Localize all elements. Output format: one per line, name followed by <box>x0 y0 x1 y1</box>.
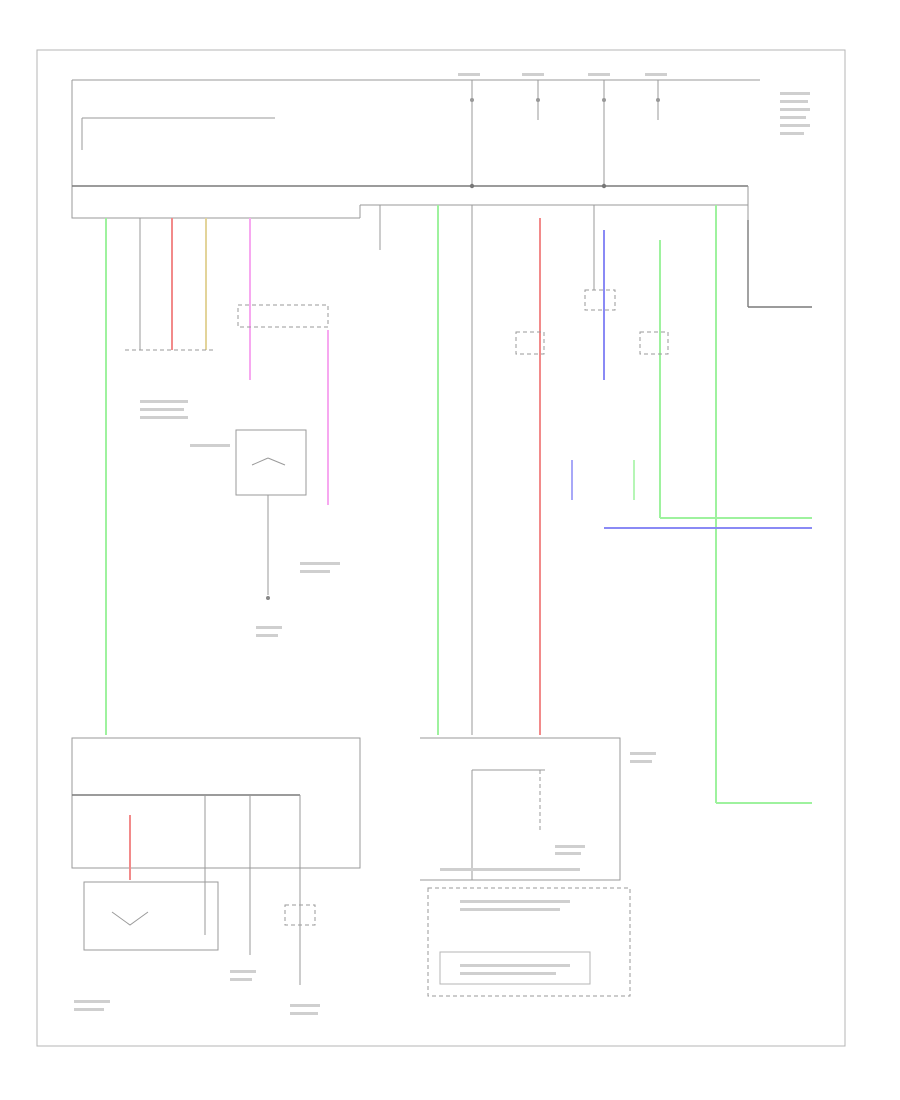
switch-contact-bottom <box>111 911 149 926</box>
switch-contact <box>251 457 286 466</box>
bottom-center-module <box>420 737 621 881</box>
top-module-box <box>71 80 360 219</box>
relay-block-bottom <box>284 904 316 926</box>
fuse-3 <box>601 80 607 189</box>
faint-annotations <box>74 73 810 1015</box>
fuse-1 <box>469 80 475 189</box>
top-bus-right-module <box>359 186 749 220</box>
fuse-2 <box>536 80 540 120</box>
sensor-block-3 <box>584 289 616 311</box>
bottom-left-module <box>71 737 361 869</box>
relay-block <box>237 304 329 328</box>
sensor-block-2 <box>639 331 669 355</box>
control-unit-box <box>427 887 631 997</box>
top-module-inner-line <box>81 117 275 150</box>
control-unit-inner <box>439 951 591 985</box>
ground-point <box>266 596 270 600</box>
switch-block-bottom <box>83 881 219 951</box>
diagram-frame <box>36 49 846 1047</box>
sensor-block-1 <box>515 331 545 355</box>
fuse-4 <box>656 80 660 120</box>
switch-block <box>235 429 307 496</box>
